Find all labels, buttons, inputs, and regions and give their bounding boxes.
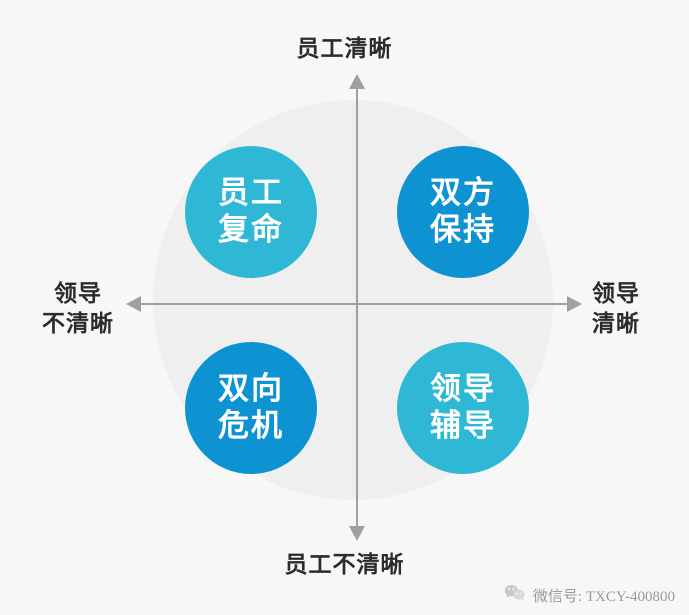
arrow-up-icon — [349, 74, 365, 89]
axis-label-right-line1: 领导 — [592, 280, 640, 306]
quadrant-bubble-top-right-line1: 双方 — [430, 175, 496, 211]
quadrant-bubble-bottom-left-line2: 危机 — [218, 408, 284, 443]
arrow-left-icon — [126, 296, 141, 312]
axis-label-bottom: 员工不清晰 — [284, 551, 405, 577]
axis-label-left: 领导 不清晰 — [22, 278, 134, 339]
vertical-axis-line — [356, 82, 358, 534]
quadrant-bubble-top-right-line2: 保持 — [430, 212, 496, 247]
quadrant-bubble-bottom-right[interactable]: 领导 辅导 — [397, 342, 529, 474]
quadrant-bubble-top-right[interactable]: 双方 保持 — [397, 146, 529, 278]
arrow-down-icon — [349, 526, 365, 541]
quadrant-bubble-top-left[interactable]: 员工 复命 — [185, 146, 317, 278]
quadrant-bubble-top-left-line1: 员工 — [218, 175, 284, 211]
arrow-right-icon — [567, 296, 582, 312]
horizontal-axis-line — [134, 303, 574, 305]
quadrant-bubble-bottom-right-line1: 领导 — [430, 371, 496, 407]
axis-label-left-line1: 领导 — [54, 280, 102, 306]
quadrant-bubble-top-left-line2: 复命 — [218, 212, 284, 247]
quadrant-bubble-bottom-left[interactable]: 双向 危机 — [185, 342, 317, 474]
axis-label-right-line2: 清晰 — [592, 310, 640, 337]
wechat-icon — [504, 584, 526, 607]
wechat-id-text: 微信号: TXCY-400800 — [532, 589, 675, 605]
quadrant-bubble-bottom-left-line1: 双向 — [218, 371, 284, 407]
quadrant-bubble-bottom-right-line2: 辅导 — [430, 408, 496, 443]
axis-label-right: 领导 清晰 — [592, 278, 687, 339]
wechat-watermark: 微信号: TXCY-400800 — [504, 584, 675, 607]
axis-label-top: 员工清晰 — [296, 35, 393, 61]
axis-label-left-line2: 不清晰 — [42, 310, 114, 337]
